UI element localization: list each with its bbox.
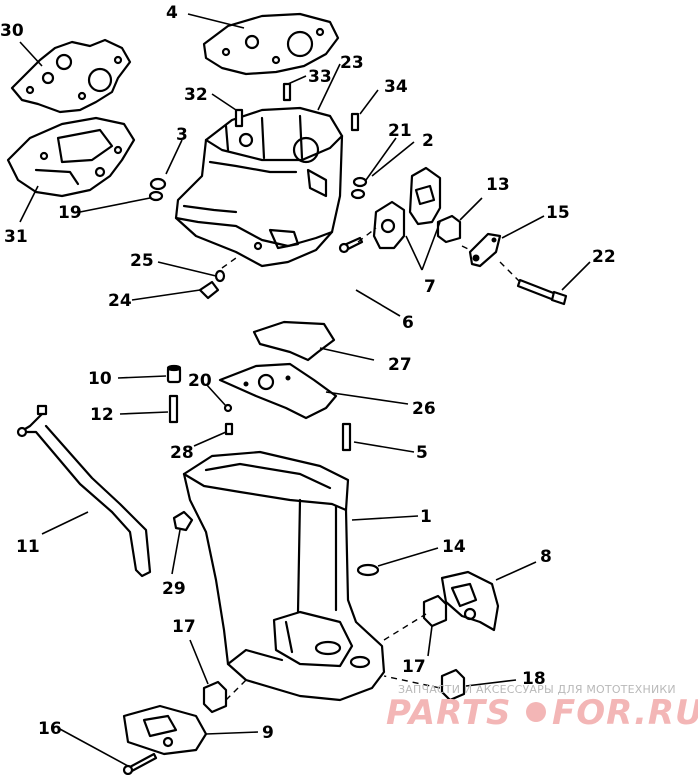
part-17-rubber-block-left <box>202 680 228 714</box>
part-29-grommet <box>172 510 194 532</box>
part-31-plate <box>6 116 136 198</box>
callout-19: 19 <box>58 203 82 223</box>
part-14-grommet <box>356 563 380 577</box>
part-20-washer <box>223 403 233 413</box>
part-19-washer <box>148 190 164 202</box>
callout-33: 33 <box>308 67 332 87</box>
watermark-brand-right: FOR.RU <box>552 693 698 733</box>
part-18-rubber-block <box>440 668 466 702</box>
part-34-stud <box>350 112 360 132</box>
part-30-gasket <box>10 38 132 114</box>
callout-14: 14 <box>442 537 466 557</box>
callout-18: 18 <box>522 669 546 689</box>
callout-32: 32 <box>184 85 208 105</box>
part-11-water-tube <box>16 404 152 578</box>
callout-26: 26 <box>412 399 436 419</box>
callout-11: 11 <box>16 537 40 557</box>
callout-22: 22 <box>592 247 616 267</box>
part-21-nut <box>352 176 368 188</box>
part-2-washer <box>350 188 366 200</box>
callout-9: 9 <box>262 723 274 743</box>
callout-30: 30 <box>0 21 24 41</box>
part-32-stud <box>234 108 244 128</box>
callout-16: 16 <box>38 719 62 739</box>
callout-23: 23 <box>340 53 364 73</box>
watermark: ЗАПЧАСТИ И АКСЕССУАРЫ ДЛЯ МОТОТЕХНИКИ PA… <box>386 683 698 733</box>
callout-34: 34 <box>384 77 408 97</box>
part-12-stud <box>168 394 179 424</box>
callout-24: 24 <box>108 291 132 311</box>
callout-17a: 17 <box>172 617 196 637</box>
part-10-bushing <box>166 364 182 384</box>
callout-29: 29 <box>162 579 186 599</box>
callout-3: 3 <box>176 125 188 145</box>
callout-2: 2 <box>422 131 434 151</box>
callout-31: 31 <box>4 227 28 247</box>
watermark-brand-left: PARTS <box>386 693 511 733</box>
part-16-bolt <box>122 752 158 775</box>
part-24-plug <box>198 280 220 300</box>
part-5-stud <box>341 422 352 452</box>
callout-labels: 1 2 3 4 5 6 7 8 9 10 11 12 13 14 15 16 1… <box>0 3 616 743</box>
callout-4: 4 <box>166 3 178 23</box>
callout-17b: 17 <box>402 657 426 677</box>
part-13-rubber-block <box>436 214 462 244</box>
part-17-rubber-block-right <box>422 594 448 628</box>
callout-15: 15 <box>546 203 570 223</box>
callout-12: 12 <box>90 405 114 425</box>
part-27-gasket <box>252 320 336 362</box>
callout-21: 21 <box>388 121 412 141</box>
callout-6: 6 <box>402 313 414 333</box>
callout-1: 1 <box>420 507 432 527</box>
part-7-mount-brackets <box>372 166 442 250</box>
callout-28: 28 <box>170 443 194 463</box>
part-15-plate <box>468 232 502 268</box>
part-22-bolt <box>516 278 568 306</box>
callout-13: 13 <box>486 175 510 195</box>
part-26-plate <box>218 362 338 420</box>
part-3-nut <box>149 177 167 191</box>
part-23-adapter-housing <box>174 106 344 268</box>
callout-25: 25 <box>130 251 154 271</box>
callout-5: 5 <box>416 443 428 463</box>
part-9-bracket <box>122 704 208 756</box>
callout-27: 27 <box>388 355 412 375</box>
part-1-housing <box>182 450 386 702</box>
watermark-caption: ЗАПЧАСТИ И АКСЕССУАРЫ ДЛЯ МОТОТЕХНИКИ <box>398 683 676 696</box>
part-8-bracket <box>440 570 500 632</box>
leader-lines <box>19 13 591 767</box>
part-4-gasket <box>202 12 340 76</box>
watermark-logo-mark <box>526 702 546 722</box>
callout-7: 7 <box>424 277 436 297</box>
part-28-pin <box>224 422 234 436</box>
part-6-bolt <box>338 236 364 254</box>
callout-20: 20 <box>188 371 212 391</box>
part-33-stud <box>282 82 292 102</box>
callout-8: 8 <box>540 547 552 567</box>
part-25-o-ring <box>214 269 226 283</box>
callout-10: 10 <box>88 369 112 389</box>
